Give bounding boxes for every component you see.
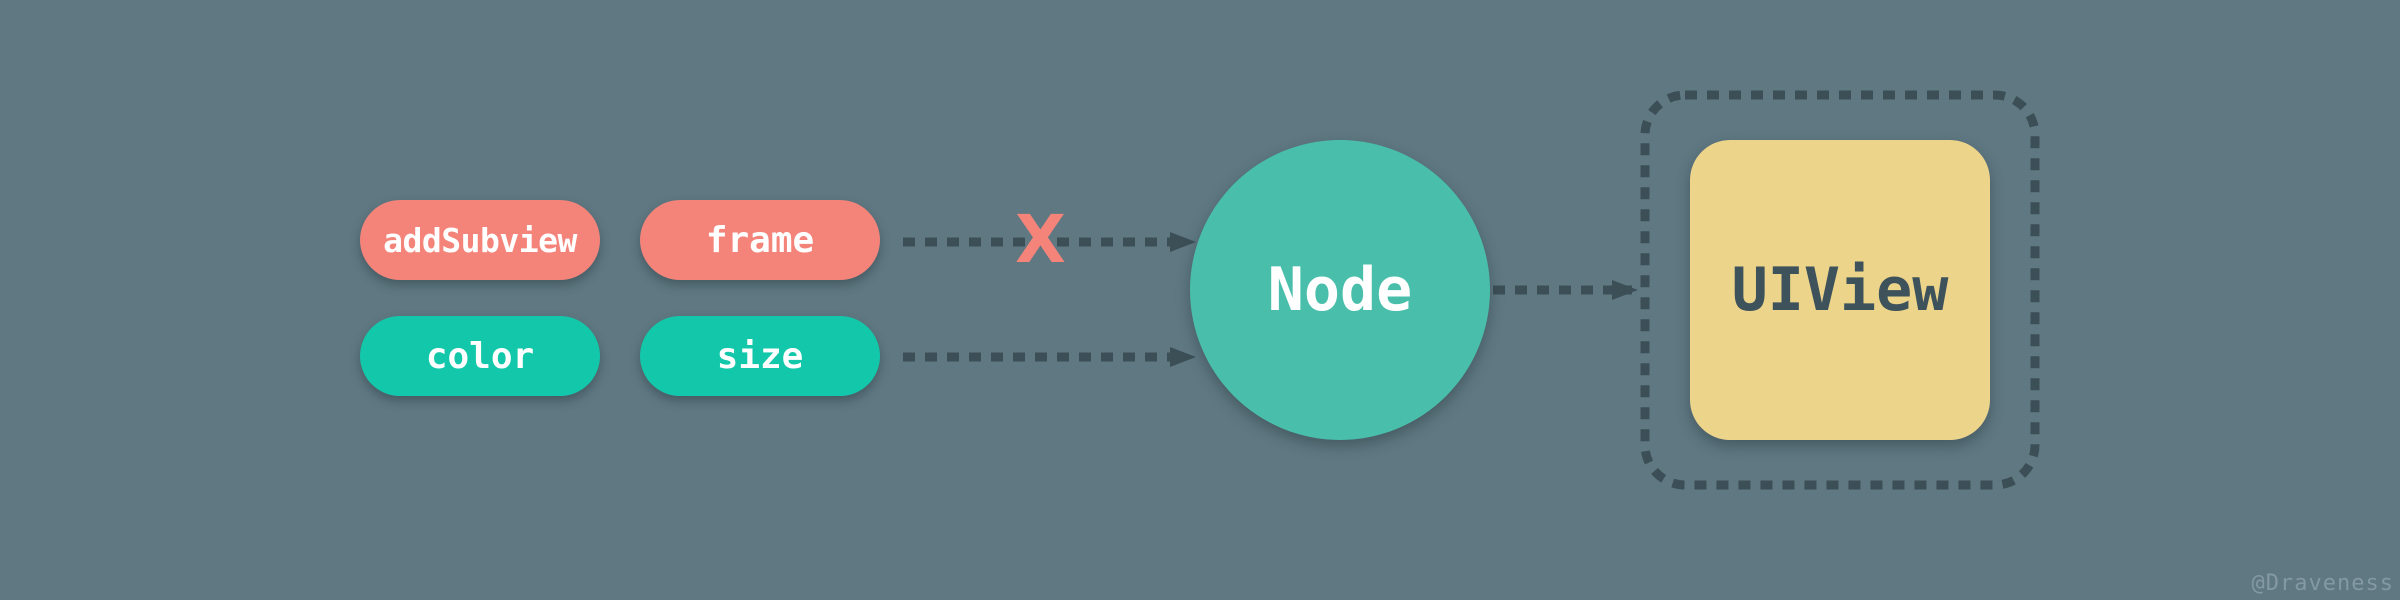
property-size: size xyxy=(640,316,880,396)
node-circle: Node xyxy=(1190,140,1490,440)
author-watermark: @Draveness xyxy=(2251,571,2394,596)
uiview-box: UIView xyxy=(1690,140,1990,440)
property-color-label: color xyxy=(425,335,535,377)
property-frame-label: frame xyxy=(705,219,815,261)
arrowhead-node-to-uiview xyxy=(1612,280,1638,300)
dashed-container-outline xyxy=(1640,90,2040,490)
node-label: Node xyxy=(1267,255,1413,325)
property-frame: frame xyxy=(640,200,880,280)
property-addsubview: addSubview xyxy=(360,200,600,280)
uiview-label: UIView xyxy=(1731,255,1949,325)
property-color: color xyxy=(360,316,600,396)
property-size-label: size xyxy=(716,335,804,377)
property-addsubview-label: addSubview xyxy=(383,220,577,260)
arrowhead-size-to-node xyxy=(1170,347,1196,367)
blocked-marker: X xyxy=(1015,201,1066,278)
arrowhead-frame-to-node xyxy=(1170,232,1196,252)
